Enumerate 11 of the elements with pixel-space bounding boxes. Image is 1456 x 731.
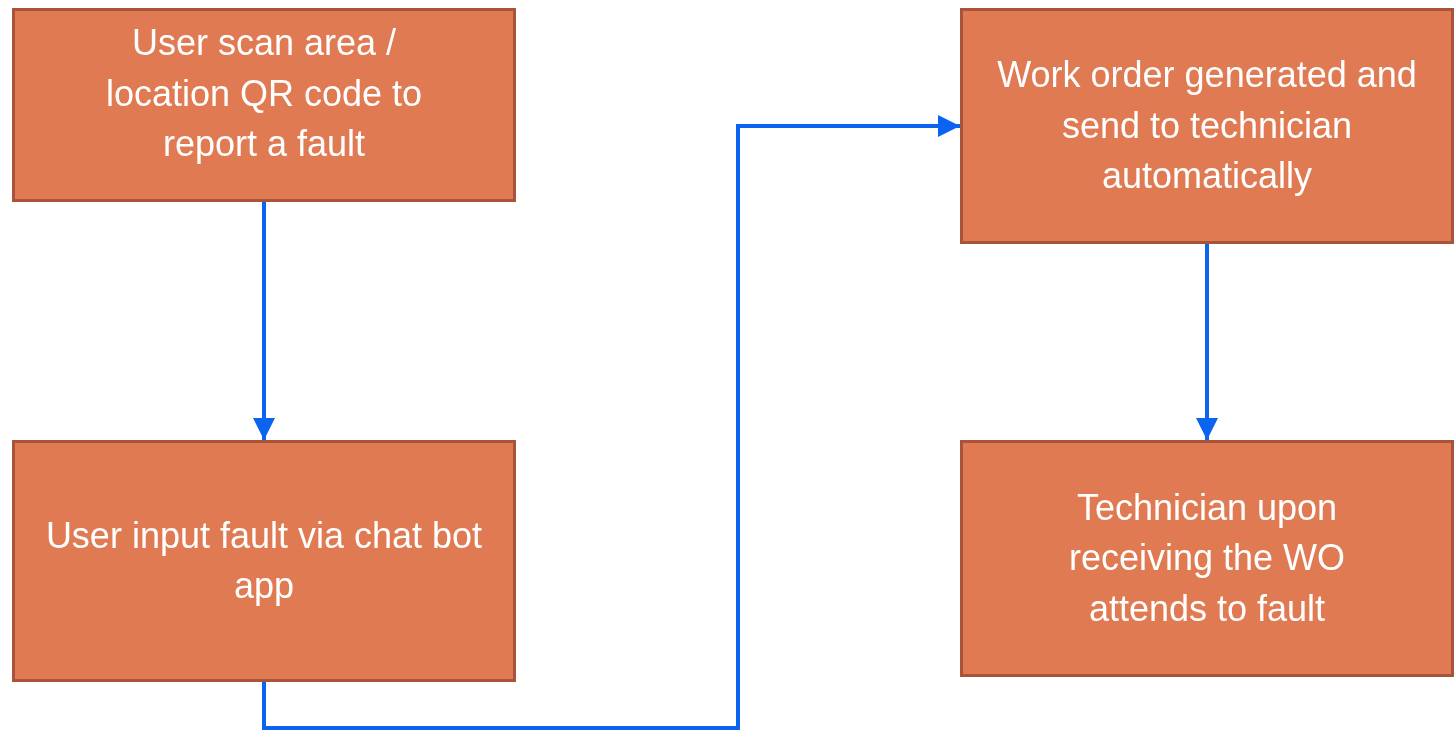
box-text: Technician upon receiving the WO attends to fault <box>1067 485 1347 631</box>
connector-arrow <box>1196 244 1218 440</box>
process-box <box>12 440 516 682</box>
process-box <box>12 8 516 202</box>
box-text: User scan area / location QR code to report a fault <box>104 21 424 167</box>
connector-arrow <box>253 202 275 440</box>
connector-arrow <box>262 115 960 730</box>
box-text: Work order generated and send to technician automatically <box>996 53 1418 199</box>
box-text: User input fault via chat bot app <box>44 513 484 608</box>
process-box <box>960 8 1454 244</box>
process-box <box>960 440 1454 677</box>
